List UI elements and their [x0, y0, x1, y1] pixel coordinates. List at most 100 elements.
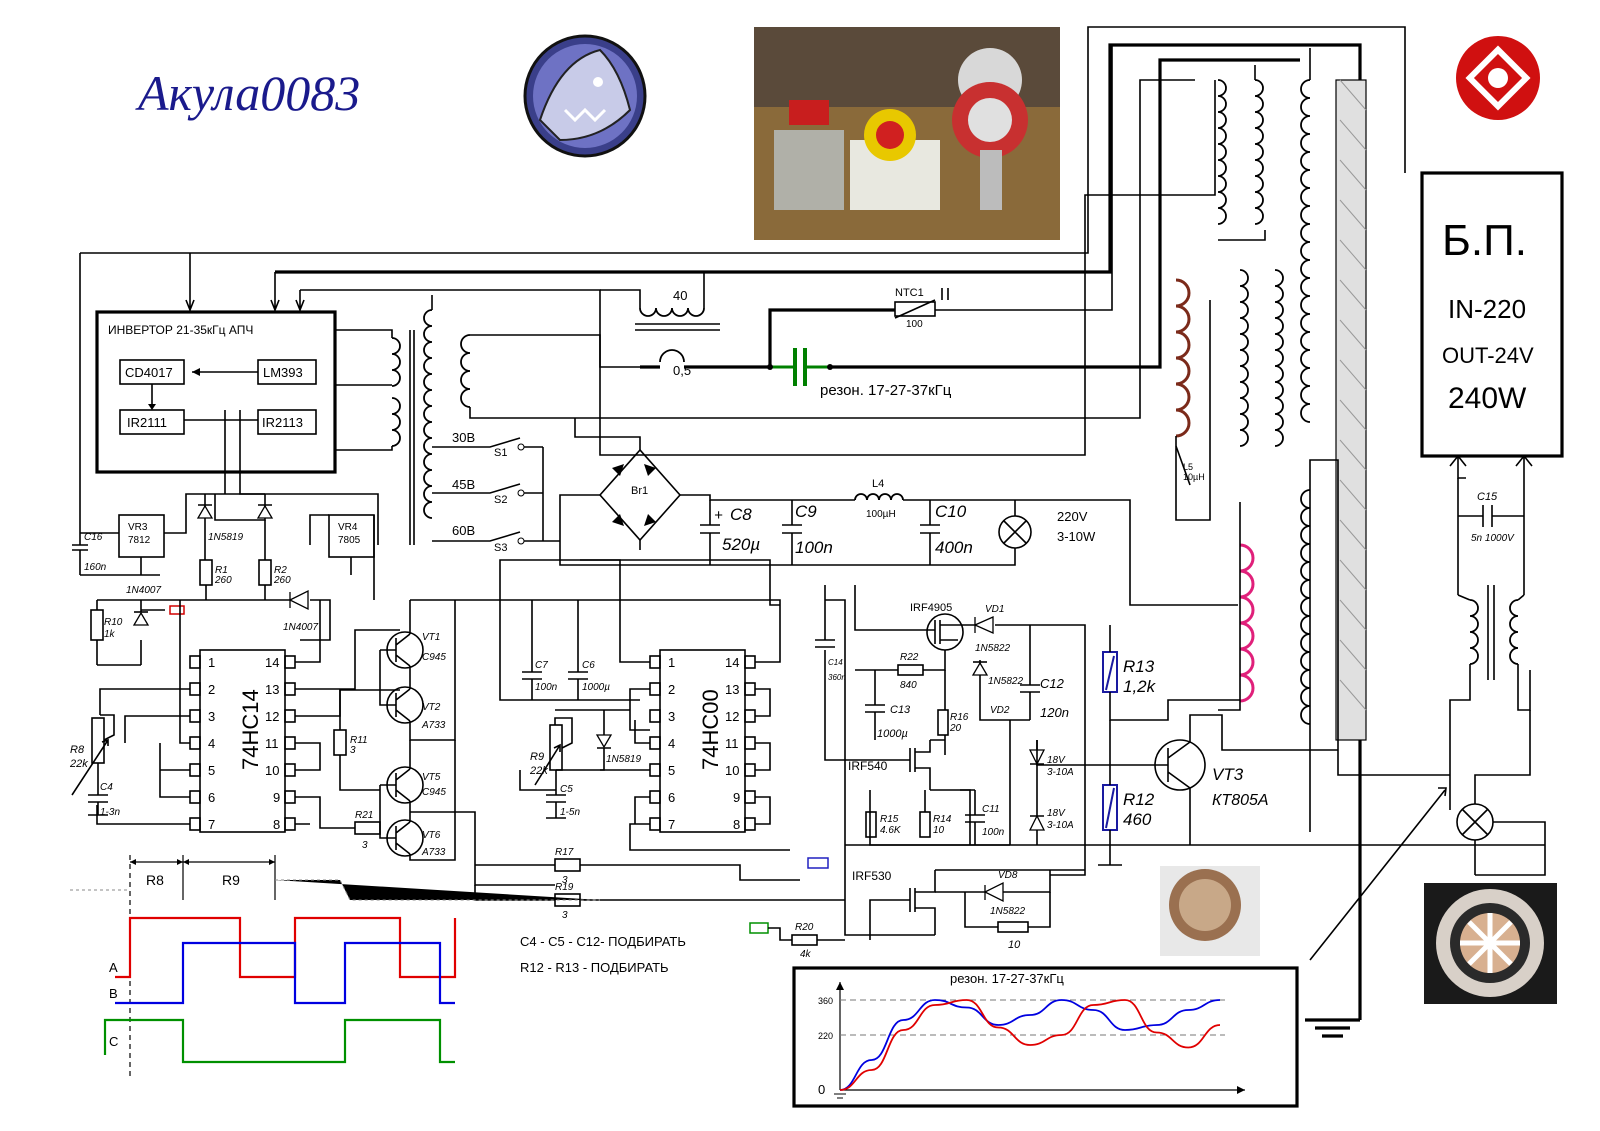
- svg-text:R13: R13: [1123, 657, 1155, 676]
- capacitor-c7: [522, 600, 542, 700]
- y-tick-label: 0: [818, 1082, 825, 1097]
- capacitor-c8: [700, 500, 720, 565]
- resistor-r10: [90, 609, 104, 641]
- device-photo: [754, 27, 1060, 240]
- svg-text:IRF540: IRF540: [848, 759, 888, 773]
- svg-text:1k: 1k: [104, 629, 116, 640]
- svg-text:R12: R12: [1123, 790, 1155, 809]
- svg-text:6: 6: [208, 790, 215, 805]
- resistor-r1: [199, 559, 213, 586]
- svg-text:10: 10: [725, 763, 739, 778]
- svg-text:9: 9: [273, 790, 280, 805]
- svg-text:3: 3: [562, 875, 568, 886]
- svg-text:9: 9: [733, 790, 740, 805]
- svg-text:7: 7: [208, 817, 215, 832]
- mosfet-irf540: [900, 740, 931, 790]
- c15-value: 5n 1000V: [1471, 533, 1515, 544]
- svg-text:120n: 120n: [1040, 705, 1069, 720]
- svg-text:4k: 4k: [800, 949, 812, 960]
- svg-text:C13: C13: [890, 704, 911, 716]
- svg-text:R16: R16: [950, 712, 969, 723]
- resistor-r10b: [997, 921, 1029, 933]
- svg-text:A: A: [109, 960, 118, 975]
- capacitor-c5: [546, 770, 566, 819]
- ic1-name: 74HC14: [238, 689, 263, 770]
- svg-text:7812: 7812: [128, 535, 151, 546]
- ic2-pins-right: 14 13 12 11 10 9 8: [725, 655, 756, 832]
- svg-text:1N5822: 1N5822: [990, 906, 1025, 917]
- svg-text:5: 5: [208, 763, 215, 778]
- svg-text:22k: 22k: [69, 758, 88, 770]
- chart-title: резон. 17-27-37кГц: [950, 971, 1064, 986]
- svg-text:100n: 100n: [982, 827, 1005, 838]
- svg-text:14: 14: [265, 655, 279, 670]
- svg-text:A733: A733: [421, 720, 446, 731]
- resistor-r22: [897, 664, 924, 676]
- diode-vd8: [983, 881, 1004, 903]
- diode-1n5819-b: [595, 734, 613, 749]
- svg-text:C6: C6: [582, 660, 595, 671]
- ct-wire: 0,5: [673, 363, 691, 378]
- svg-text:R21: R21: [355, 810, 373, 821]
- svg-text:C11: C11: [982, 804, 1000, 815]
- svg-text:1: 1: [668, 655, 675, 670]
- svg-text:260: 260: [273, 575, 291, 586]
- svg-text:R9: R9: [530, 751, 544, 763]
- svg-text:R17: R17: [555, 847, 574, 858]
- resistor-r11: [333, 729, 347, 756]
- svg-text:1-5n: 1-5n: [560, 807, 580, 818]
- svg-text:C: C: [109, 1034, 118, 1049]
- diode-vd1: [973, 615, 994, 635]
- svg-text:460: 460: [1123, 810, 1152, 829]
- svg-text:4: 4: [208, 736, 215, 751]
- svg-text:14: 14: [725, 655, 739, 670]
- svg-text:13: 13: [725, 682, 739, 697]
- capacitor-c12: [1020, 625, 1040, 720]
- c8-name: C8: [730, 505, 752, 524]
- svg-text:8: 8: [733, 817, 740, 832]
- svg-text:1N5822: 1N5822: [975, 643, 1010, 654]
- resistor-r17: [554, 858, 581, 872]
- switch-s2: S2: [494, 494, 507, 506]
- svg-text:1000µ: 1000µ: [582, 682, 610, 693]
- c10-name: C10: [935, 502, 967, 521]
- l4-value: 100µH: [866, 509, 896, 520]
- svg-text:12: 12: [725, 709, 739, 724]
- coil-pink: [1239, 543, 1255, 703]
- tap-60v: 60В: [452, 523, 475, 538]
- svg-text:C16: C16: [84, 532, 103, 543]
- svg-text:11: 11: [265, 736, 279, 751]
- svg-text:2: 2: [668, 682, 675, 697]
- capacitor-c13: [865, 670, 885, 740]
- svg-text:22k: 22k: [529, 765, 548, 777]
- svg-text:+: +: [714, 507, 723, 524]
- ic2-pins-left: 1 2 3 4 5 6 7: [649, 655, 675, 832]
- resonant-capacitor: [793, 348, 807, 386]
- svg-text:VT5: VT5: [422, 772, 441, 783]
- ic1-pins-right: 14 13 12 11 10 9 8: [265, 655, 296, 832]
- svg-text:10: 10: [1008, 939, 1021, 951]
- note-2: R12 - R13 - ПОДБИРАТЬ: [520, 960, 669, 975]
- resistor-r14: [919, 811, 931, 838]
- svg-text:100n: 100n: [535, 682, 558, 693]
- svg-text:10: 10: [933, 825, 945, 836]
- svg-text:13: 13: [265, 682, 279, 697]
- svg-text:VD1: VD1: [985, 604, 1004, 615]
- resistor-r20: [791, 934, 818, 946]
- title-text: Акула0083: [135, 65, 360, 121]
- note-1: C4 - C5 - C12- ПОДБИРАТЬ: [520, 934, 686, 949]
- svg-text:C14: C14: [828, 658, 843, 667]
- timing-diagram: R8 R9 A B C: [70, 855, 600, 1080]
- svg-text:160n: 160n: [84, 562, 107, 573]
- y-tick-label: 360: [818, 996, 833, 1006]
- ic2-name: 74HC00: [698, 689, 723, 770]
- svg-text:C945: C945: [422, 787, 446, 798]
- chip-cd4017: CD4017: [125, 365, 173, 380]
- l5-name: L5: [1183, 462, 1193, 472]
- svg-text:VR4: VR4: [338, 522, 358, 533]
- svg-text:R8: R8: [146, 872, 164, 888]
- signal-a: [115, 916, 457, 979]
- svg-text:3: 3: [208, 709, 215, 724]
- svg-text:B: B: [109, 986, 118, 1001]
- mosfet-irf4905: [926, 613, 964, 651]
